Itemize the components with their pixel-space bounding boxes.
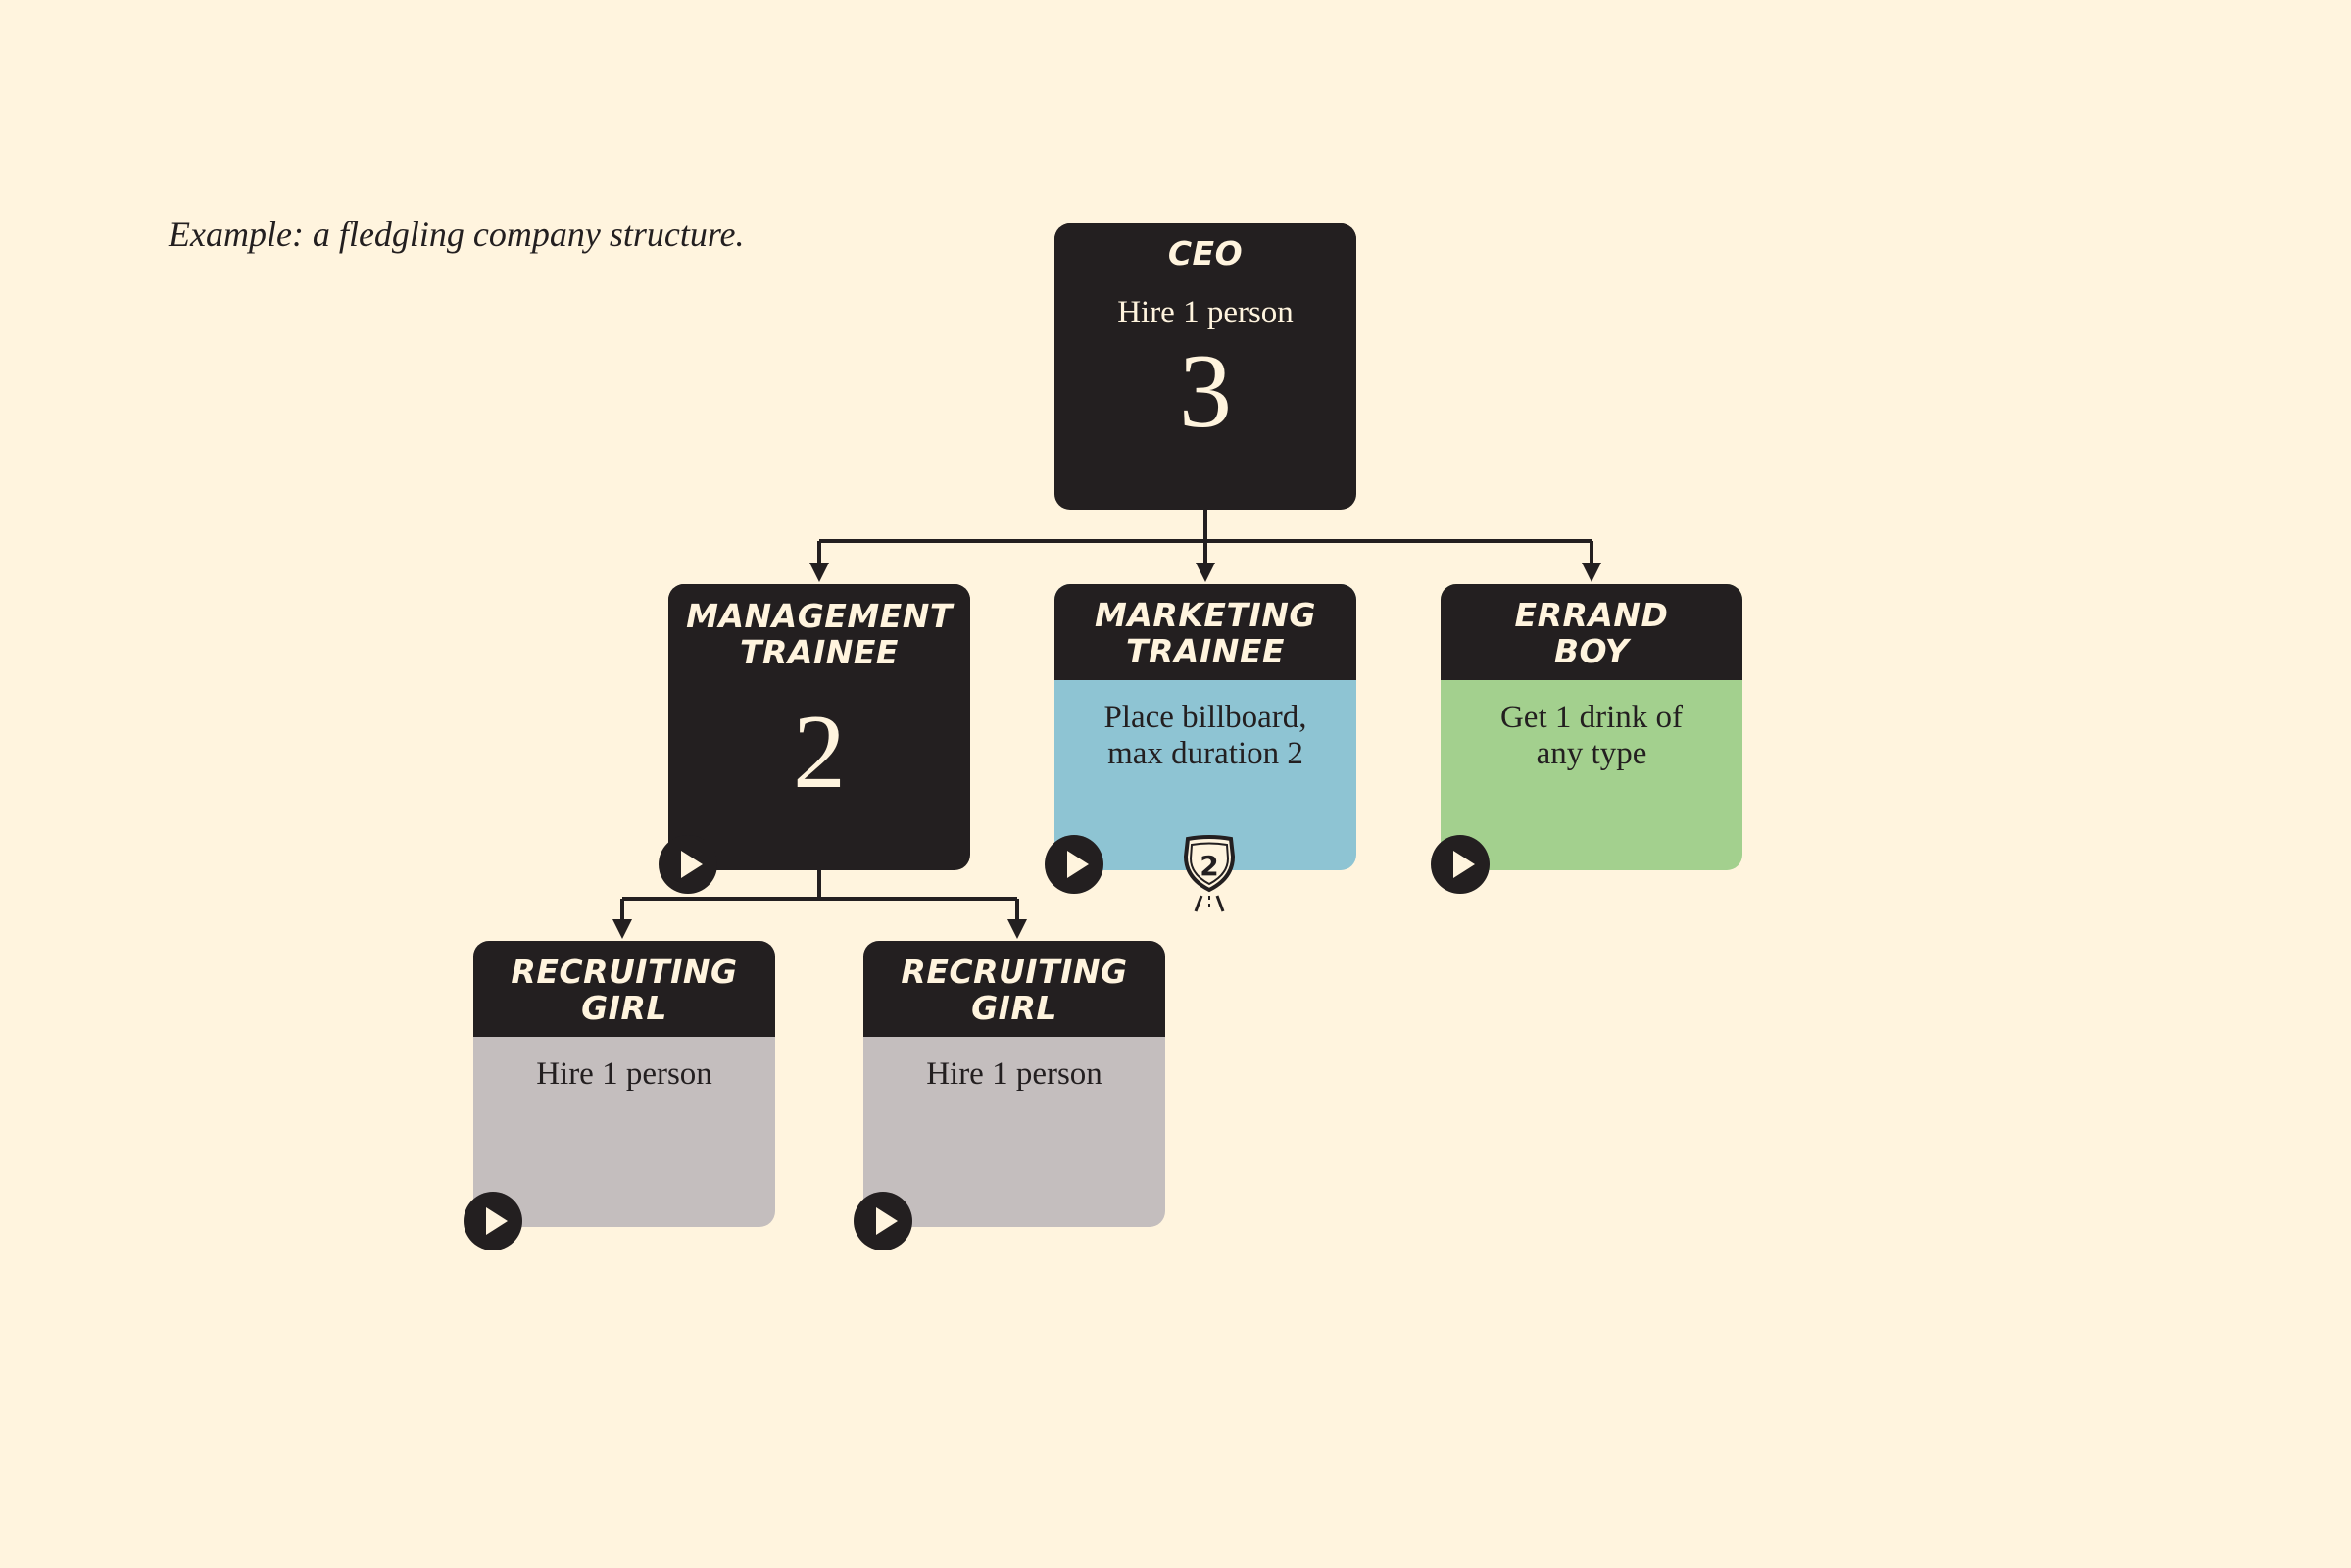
play-icon[interactable] <box>464 1192 522 1250</box>
card-management-trainee-number: 2 <box>793 694 846 810</box>
arrowhead-recruiting-2 <box>1007 919 1027 939</box>
play-icon[interactable] <box>1045 835 1103 894</box>
card-ceo-text: Hire 1 person <box>1117 295 1294 330</box>
arrowhead-management <box>809 563 829 582</box>
card-recruiting-girl-1: RECRUITING GIRL Hire 1 person <box>464 941 775 1250</box>
play-icon[interactable] <box>854 1192 912 1250</box>
card-recruiting-girl-2-title: RECRUITING GIRL <box>863 941 1165 1037</box>
duration-badge-number: 2 <box>1200 850 1218 882</box>
card-errand-boy: ERRAND BOY Get 1 drink of any type <box>1431 584 1742 894</box>
play-icon[interactable] <box>659 835 717 894</box>
card-marketing-trainee-text: Place billboard, max duration 2 <box>1103 700 1307 771</box>
card-marketing-trainee: MARKETING TRAINEE Place billboard, max d… <box>1045 584 1356 912</box>
card-ceo-title: CEO <box>1054 223 1356 271</box>
card-recruiting-girl-1-title: RECRUITING GIRL <box>473 941 775 1037</box>
arrowhead-recruiting-1 <box>612 919 632 939</box>
card-recruiting-girl-1-text: Hire 1 person <box>536 1056 712 1092</box>
card-management-trainee-title: MANAGEMENT TRAINEE <box>668 584 970 670</box>
play-icon[interactable] <box>1431 835 1490 894</box>
road-shield-icon: 2 <box>1183 835 1236 912</box>
card-ceo-number: 3 <box>1179 333 1232 450</box>
card-errand-boy-title: ERRAND BOY <box>1441 584 1742 680</box>
card-recruiting-girl-2: RECRUITING GIRL Hire 1 person <box>854 941 1165 1250</box>
card-errand-boy-text: Get 1 drink of any type <box>1499 700 1684 771</box>
arrowhead-errand <box>1582 563 1601 582</box>
arrowhead-marketing <box>1196 563 1215 582</box>
diagram-caption: Example: a fledgling company structure. <box>169 215 745 254</box>
card-ceo: CEO Hire 1 person 3 <box>1054 223 1356 510</box>
card-recruiting-girl-2-text: Hire 1 person <box>926 1056 1102 1092</box>
card-management-trainee: MANAGEMENT TRAINEE 2 <box>659 584 970 894</box>
card-marketing-trainee-title: MARKETING TRAINEE <box>1054 584 1356 680</box>
